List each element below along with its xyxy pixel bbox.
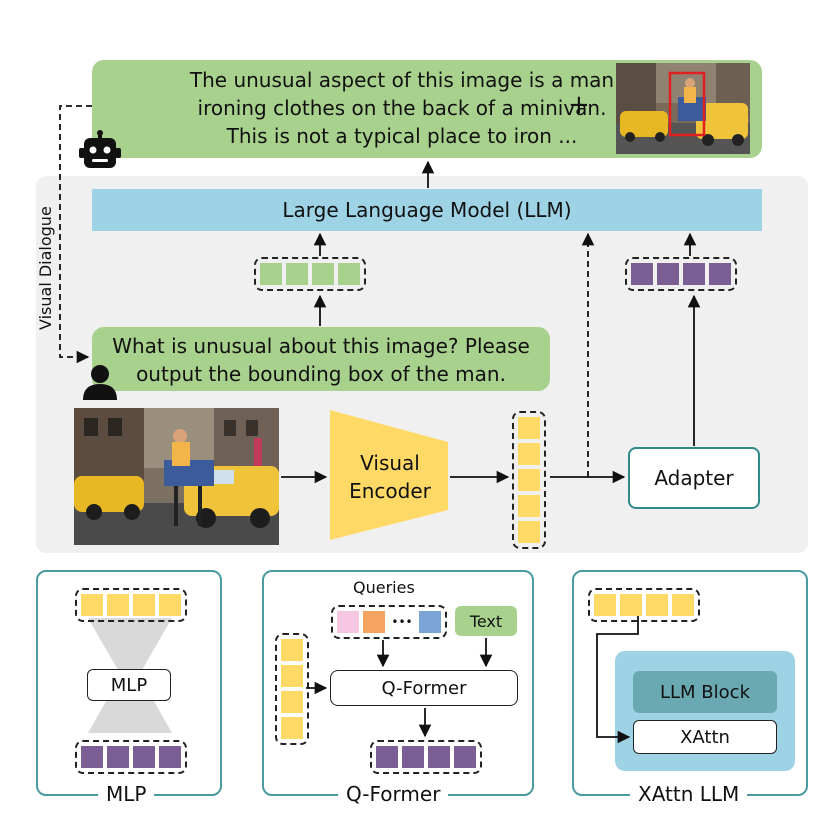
xattn-input-tokens xyxy=(588,588,700,622)
visual-token xyxy=(657,263,679,285)
question-line-1: What is unusual about this image? Please xyxy=(112,334,530,358)
feature-token xyxy=(620,594,642,616)
text-token-group xyxy=(254,257,366,291)
feature-token xyxy=(159,594,181,616)
xattn-label: XAttn xyxy=(680,726,730,748)
question-line-2: output the bounding box of the man. xyxy=(136,362,506,386)
llm-bar: Large Language Model (LLM) xyxy=(92,189,762,231)
visual-token xyxy=(107,746,129,768)
response-line-3: This is not a typical place to iron ... xyxy=(226,124,578,148)
visual-token xyxy=(683,263,705,285)
query-token xyxy=(363,611,385,633)
feature-token xyxy=(646,594,668,616)
qformer-box-label: Q-Former xyxy=(381,677,467,699)
plus-sign: + xyxy=(568,90,590,120)
query-token xyxy=(337,611,359,633)
adapter-box: Adapter xyxy=(628,447,760,509)
feature-token xyxy=(281,717,303,739)
output-image-with-bbox xyxy=(616,63,750,154)
llm-label: Large Language Model (LLM) xyxy=(282,198,572,222)
text-token xyxy=(286,263,308,285)
qformer-output-tokens xyxy=(370,740,482,774)
visual-encoder-block: Visual Encoder xyxy=(330,410,448,540)
text-token xyxy=(312,263,334,285)
queries-label: Queries xyxy=(353,578,415,597)
mlp-panel-title: MLP xyxy=(98,782,155,806)
feature-token xyxy=(672,594,694,616)
feature-token xyxy=(81,594,103,616)
text-token xyxy=(338,263,360,285)
response-line-2: ironing clothes on the back of a minivan… xyxy=(197,96,607,120)
feature-token xyxy=(107,594,129,616)
feature-token xyxy=(518,495,540,517)
text-input-chip: Text xyxy=(455,606,517,636)
visual-token xyxy=(709,263,731,285)
feature-token xyxy=(594,594,616,616)
arrow-tokens-to-xattn xyxy=(596,616,639,744)
xattn-box: XAttn xyxy=(633,720,777,754)
mlp-box: MLP xyxy=(87,669,171,701)
mlp-hourglass xyxy=(80,618,180,733)
response-line-1: The unusual aspect of this image is a ma… xyxy=(189,68,615,92)
qformer-box: Q-Former xyxy=(330,670,518,706)
visual-token xyxy=(159,746,181,768)
visual-token xyxy=(376,746,398,768)
robot-icon xyxy=(78,130,122,172)
llm-block-label: LLM Block xyxy=(660,681,750,703)
feature-token xyxy=(281,665,303,687)
query-tokens: ••• xyxy=(331,605,447,639)
visual-token xyxy=(402,746,424,768)
visual-token xyxy=(81,746,103,768)
query-ellipsis: ••• xyxy=(391,615,413,629)
question-bubble: What is unusual about this image? Please… xyxy=(92,327,550,391)
xattn-panel-title: XAttn LLM xyxy=(630,782,748,806)
qformer-image-tokens xyxy=(275,633,309,745)
adapter-label: Adapter xyxy=(654,466,734,490)
mlp-box-label: MLP xyxy=(110,674,148,696)
arrow-dashed-dialogue-loop xyxy=(59,105,92,364)
qformer-panel-title: Q-Former xyxy=(338,782,449,806)
visual-token xyxy=(631,263,653,285)
llm-block-box: LLM Block xyxy=(633,671,777,713)
visual-token xyxy=(133,746,155,768)
feature-token xyxy=(133,594,155,616)
encoder-feature-tokens xyxy=(512,411,546,549)
visual-encoder-label-1: Visual xyxy=(360,451,420,475)
visual-token xyxy=(454,746,476,768)
input-image xyxy=(74,408,279,545)
visual-encoder-label-2: Encoder xyxy=(349,479,431,503)
visual-token-group xyxy=(625,257,737,291)
feature-token xyxy=(281,639,303,661)
text-token xyxy=(260,263,282,285)
mlp-output-tokens xyxy=(75,740,187,774)
feature-token xyxy=(281,691,303,713)
feature-token xyxy=(518,521,540,543)
text-chip-label: Text xyxy=(469,611,503,631)
query-token xyxy=(419,611,441,633)
feature-token xyxy=(518,417,540,439)
feature-token xyxy=(518,443,540,465)
user-icon xyxy=(80,362,120,402)
mlp-input-tokens xyxy=(75,588,187,622)
feature-token xyxy=(518,469,540,491)
visual-token xyxy=(428,746,450,768)
